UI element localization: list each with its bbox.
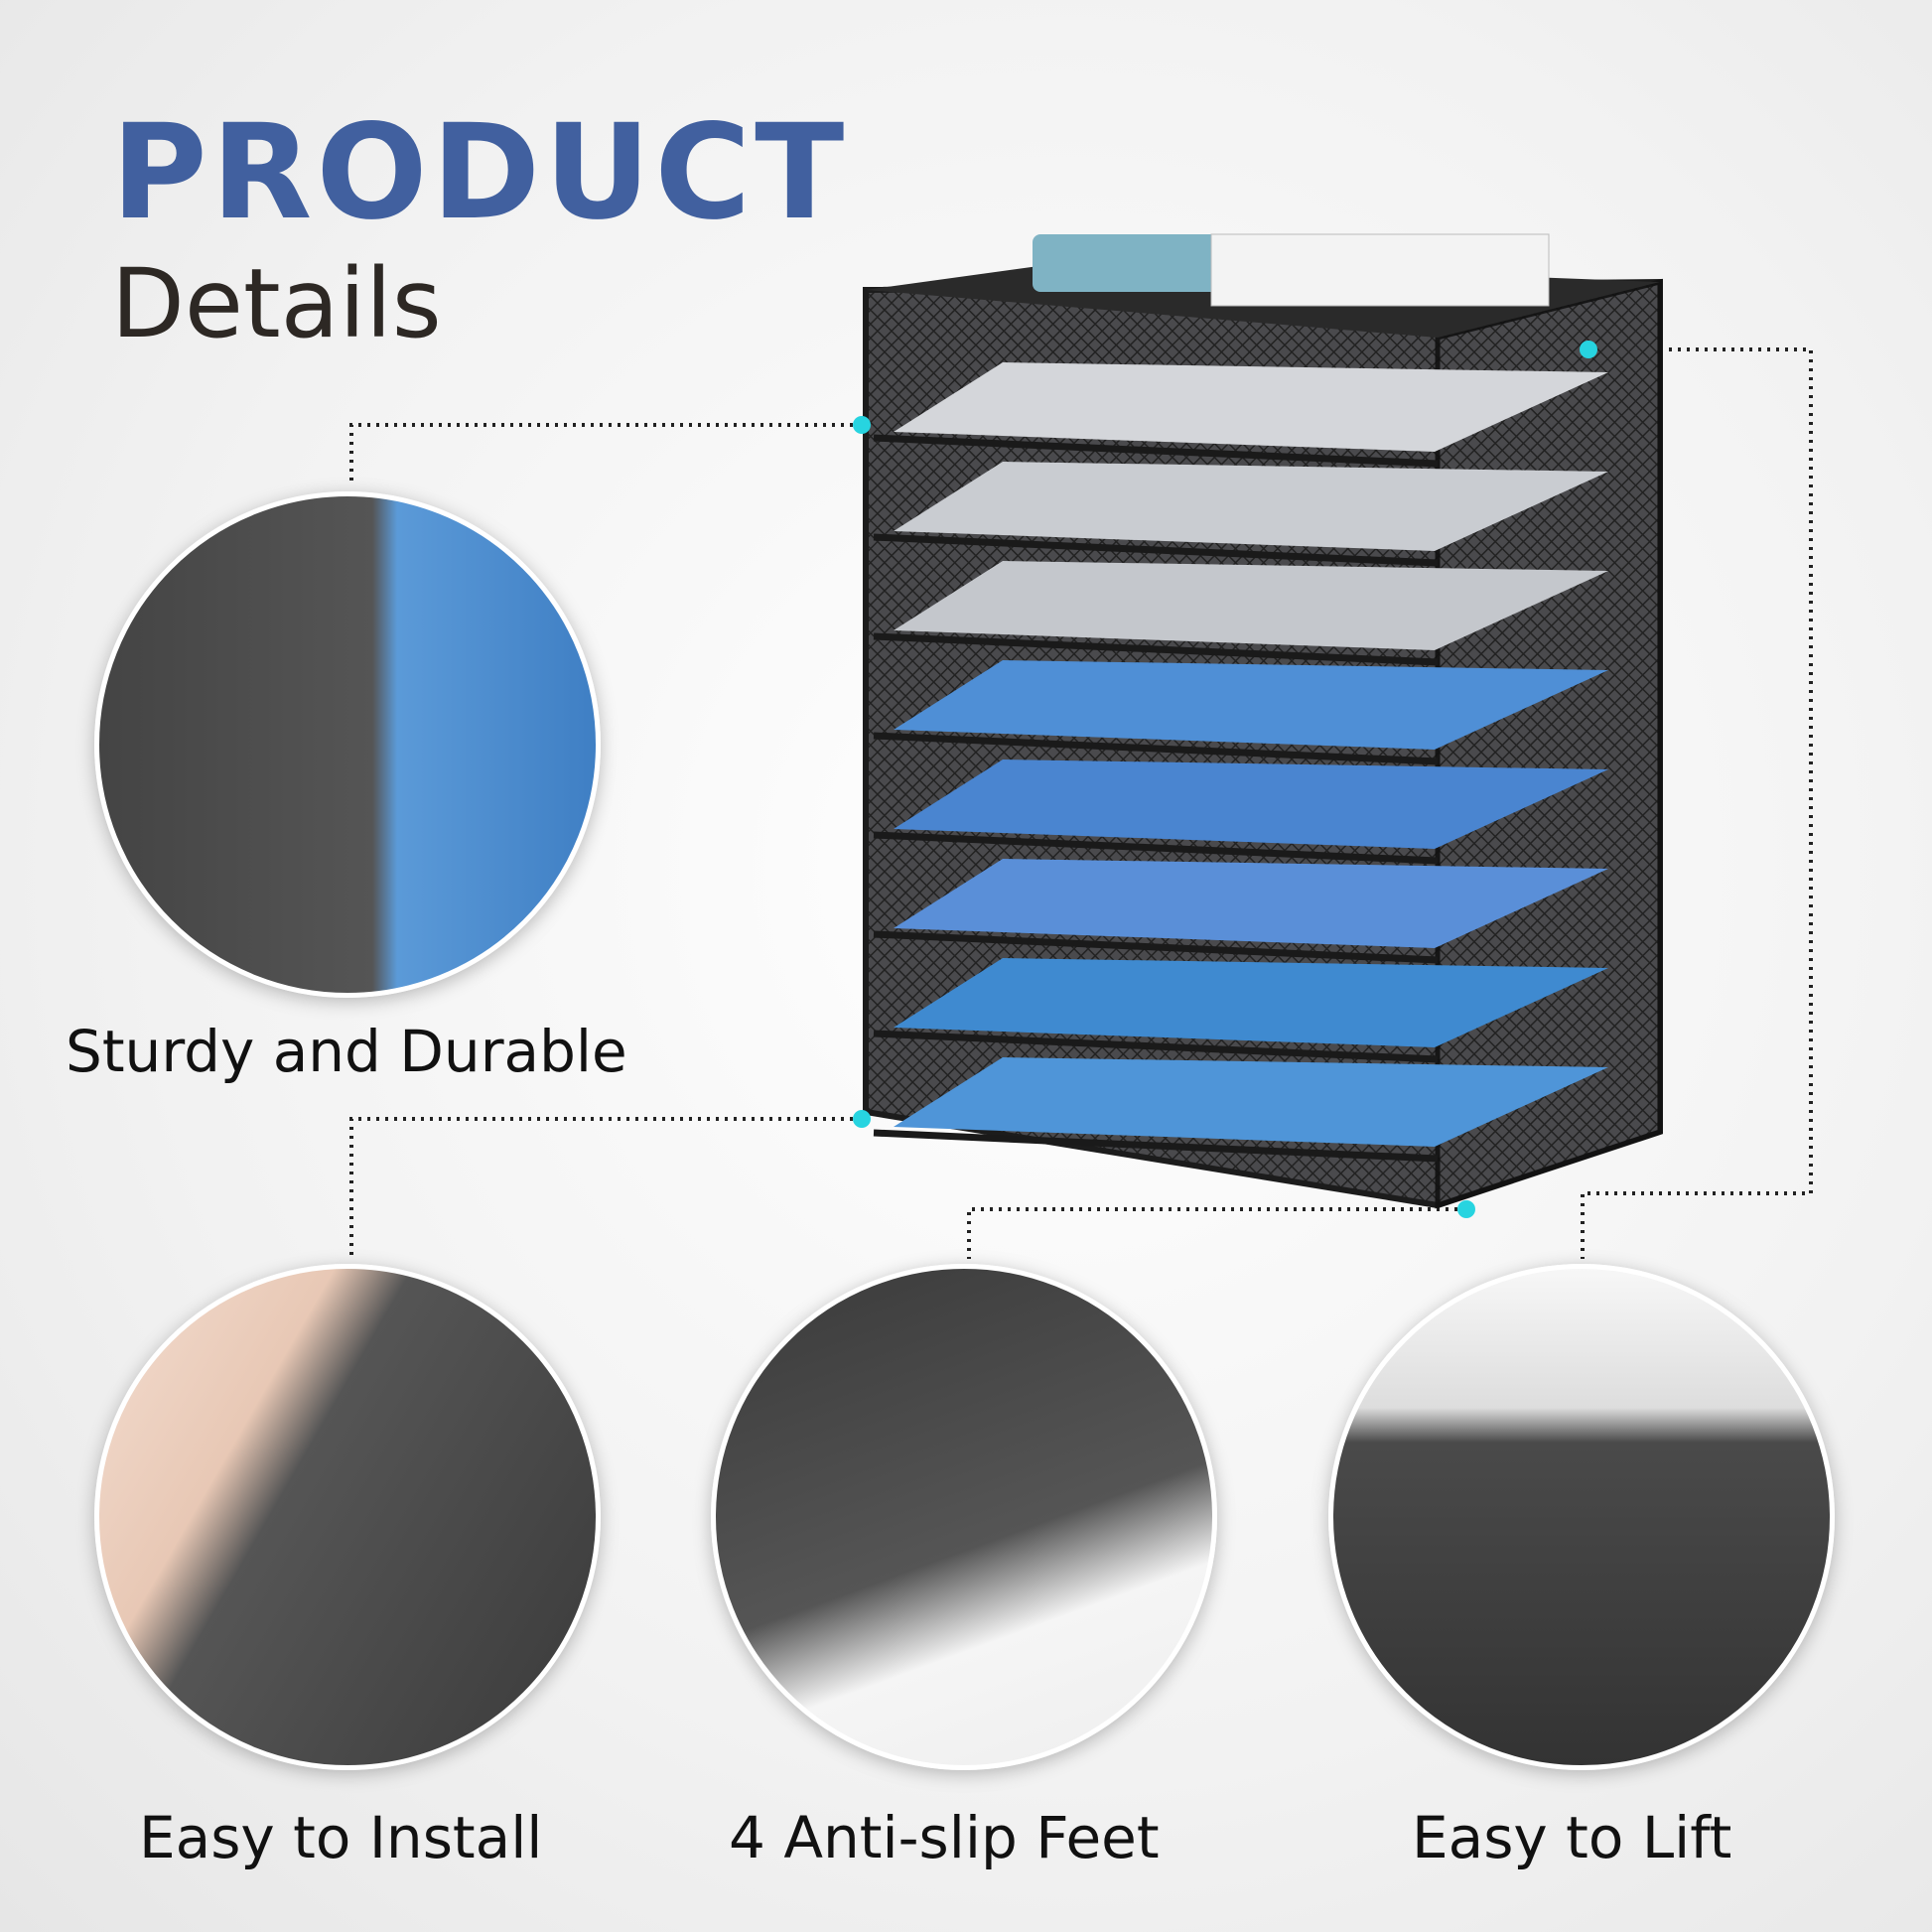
detail-image-feet: [711, 1264, 1217, 1770]
shelf-paper: [894, 859, 1608, 948]
hotspot-dot: [853, 416, 871, 434]
page-title: PRODUCT: [111, 96, 849, 249]
feature-label-feet: 4 Anti-slip Feet: [729, 1804, 1160, 1871]
shelf-tray-edge: [873, 831, 1439, 865]
hotspot-dot: [853, 1110, 871, 1128]
shelf-tray-edge: [873, 632, 1439, 666]
page-subtitle: Details: [111, 248, 442, 359]
shelf-tray-edge: [873, 732, 1439, 765]
shelf-tray-edge: [873, 533, 1439, 567]
feature-label-lift: Easy to Lift: [1412, 1804, 1732, 1871]
hotspot-dot: [1457, 1200, 1475, 1218]
detail-image-install: [94, 1264, 601, 1770]
shelf-tray-edge: [873, 1030, 1439, 1063]
shelf-paper: [894, 561, 1608, 650]
notebook: [1210, 233, 1550, 307]
shelf-paper: [894, 660, 1608, 750]
shelf-paper: [894, 362, 1608, 452]
shelf-paper: [894, 958, 1608, 1047]
detail-image-sturdy: [94, 491, 601, 998]
shelf-tray-edge: [873, 1129, 1439, 1163]
connector-install: [349, 1117, 862, 1259]
product-organizer: [853, 233, 1663, 1218]
connector-lift: [1581, 347, 1813, 1259]
connector-sturdy: [349, 423, 862, 486]
shelf-paper: [894, 1057, 1608, 1147]
feature-label-install: Easy to Install: [139, 1804, 543, 1871]
shelf-paper: [894, 462, 1608, 551]
hotspot-dot: [1580, 341, 1597, 358]
shelf-tray-edge: [873, 434, 1439, 468]
shelf-paper: [894, 759, 1608, 849]
detail-image-lift: [1328, 1264, 1835, 1770]
feature-label-sturdy: Sturdy and Durable: [66, 1018, 627, 1085]
shelf-tray-edge: [873, 930, 1439, 964]
connector-feet: [967, 1207, 1466, 1259]
